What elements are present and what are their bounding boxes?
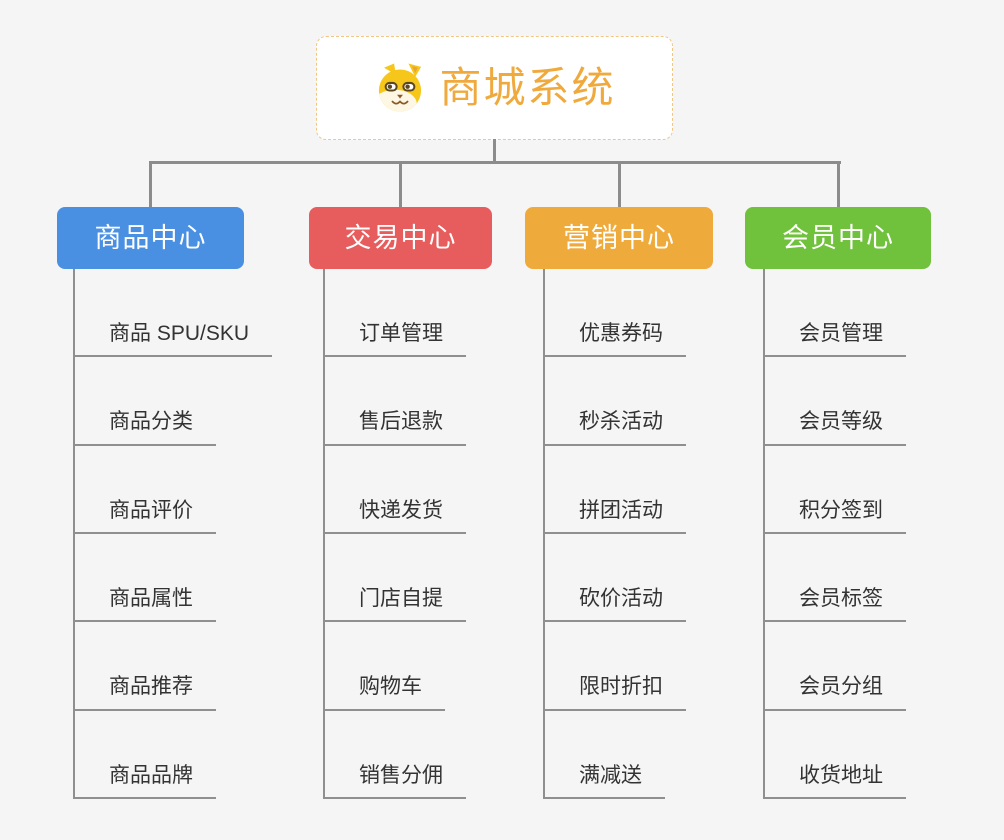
root-title: 商城系统 [439, 64, 616, 111]
node-item[interactable]: 收货地址 [765, 711, 1004, 799]
node-item[interactable]: 销售分佣 [325, 711, 595, 799]
node-item[interactable]: 砍价活动 [545, 534, 815, 623]
connector-stub-2 [399, 163, 402, 207]
branch-header-label: 会员中心 [782, 222, 894, 253]
node-item-label: 商品 SPU/SKU [75, 321, 273, 358]
node-item-label: 商品属性 [75, 586, 216, 623]
node-item-label: 会员等级 [765, 409, 906, 446]
branch-column-marketing: 优惠券码 秒杀活动 拼团活动 砍价活动 限时折扣 满减送 [543, 269, 815, 799]
node-item-label: 积分签到 [765, 498, 906, 534]
node-item-label: 满减送 [545, 763, 665, 799]
node-item[interactable]: 商品分类 [75, 357, 345, 446]
node-item-label: 商品推荐 [75, 674, 216, 711]
node-item-label: 会员管理 [765, 321, 906, 358]
node-item[interactable]: 购物车 [325, 622, 595, 711]
branch-header-trade[interactable]: 交易中心 [309, 207, 492, 269]
node-item-label: 购物车 [325, 674, 445, 711]
node-item[interactable]: 会员标签 [765, 534, 1004, 623]
node-item-label: 会员标签 [765, 586, 906, 623]
node-item[interactable]: 售后退款 [325, 357, 595, 446]
connector-root-drop [493, 139, 496, 162]
branch-column-goods: 商品 SPU/SKU 商品分类 商品评价 商品属性 商品推荐 商品品牌 [73, 269, 345, 799]
node-item[interactable]: 商品 SPU/SKU [75, 269, 345, 358]
connector-stub-1 [149, 163, 152, 207]
connector-stub-3 [618, 163, 621, 207]
branch-header-goods[interactable]: 商品中心 [57, 207, 244, 269]
node-item-label: 商品分类 [75, 409, 216, 446]
node-item[interactable]: 会员分组 [765, 622, 1004, 711]
node-item[interactable]: 快递发货 [325, 446, 595, 534]
node-item[interactable]: 满减送 [545, 711, 815, 799]
connector-horizontal [149, 161, 841, 164]
node-item[interactable]: 会员管理 [765, 269, 1004, 358]
node-item-label: 收货地址 [765, 763, 906, 799]
node-item-label: 秒杀活动 [545, 409, 686, 446]
node-item[interactable]: 会员等级 [765, 357, 1004, 446]
node-item[interactable]: 商品推荐 [75, 622, 345, 711]
node-item[interactable]: 秒杀活动 [545, 357, 815, 446]
branch-header-label: 营销中心 [563, 222, 675, 253]
node-item[interactable]: 订单管理 [325, 269, 595, 358]
branch-header-marketing[interactable]: 营销中心 [525, 207, 713, 269]
node-item[interactable]: 优惠券码 [545, 269, 815, 358]
node-item[interactable]: 商品属性 [75, 534, 345, 623]
node-item-label: 拼团活动 [545, 498, 686, 534]
node-item-label: 售后退款 [325, 409, 466, 446]
node-item-label: 限时折扣 [545, 674, 686, 711]
node-item-label: 商品品牌 [75, 763, 216, 799]
node-item-label: 商品评价 [75, 498, 216, 534]
node-item[interactable]: 门店自提 [325, 534, 595, 623]
node-item-label: 会员分组 [765, 674, 906, 711]
node-item[interactable]: 积分签到 [765, 446, 1004, 534]
node-item[interactable]: 拼团活动 [545, 446, 815, 534]
dog-face-icon [379, 63, 422, 112]
branch-column-trade: 订单管理 售后退款 快递发货 门店自提 购物车 销售分佣 [323, 269, 595, 799]
branch-header-label: 交易中心 [344, 222, 457, 253]
node-item-label: 快递发货 [325, 498, 466, 534]
node-item-label: 优惠券码 [545, 321, 686, 358]
branch-header-label: 商品中心 [94, 222, 207, 253]
connector-stub-4 [837, 163, 840, 207]
branch-column-member: 会员管理 会员等级 积分签到 会员标签 会员分组 收货地址 [763, 269, 1004, 799]
node-item-label: 门店自提 [325, 586, 466, 623]
node-item-label: 订单管理 [325, 321, 466, 358]
node-item[interactable]: 限时折扣 [545, 622, 815, 711]
node-item[interactable]: 商品评价 [75, 446, 345, 534]
node-item-label: 砍价活动 [545, 586, 686, 623]
root-node[interactable]: 商城系统 [316, 36, 673, 140]
branch-header-member[interactable]: 会员中心 [745, 207, 931, 269]
node-item[interactable]: 商品品牌 [75, 711, 345, 799]
node-item-label: 销售分佣 [325, 763, 466, 799]
